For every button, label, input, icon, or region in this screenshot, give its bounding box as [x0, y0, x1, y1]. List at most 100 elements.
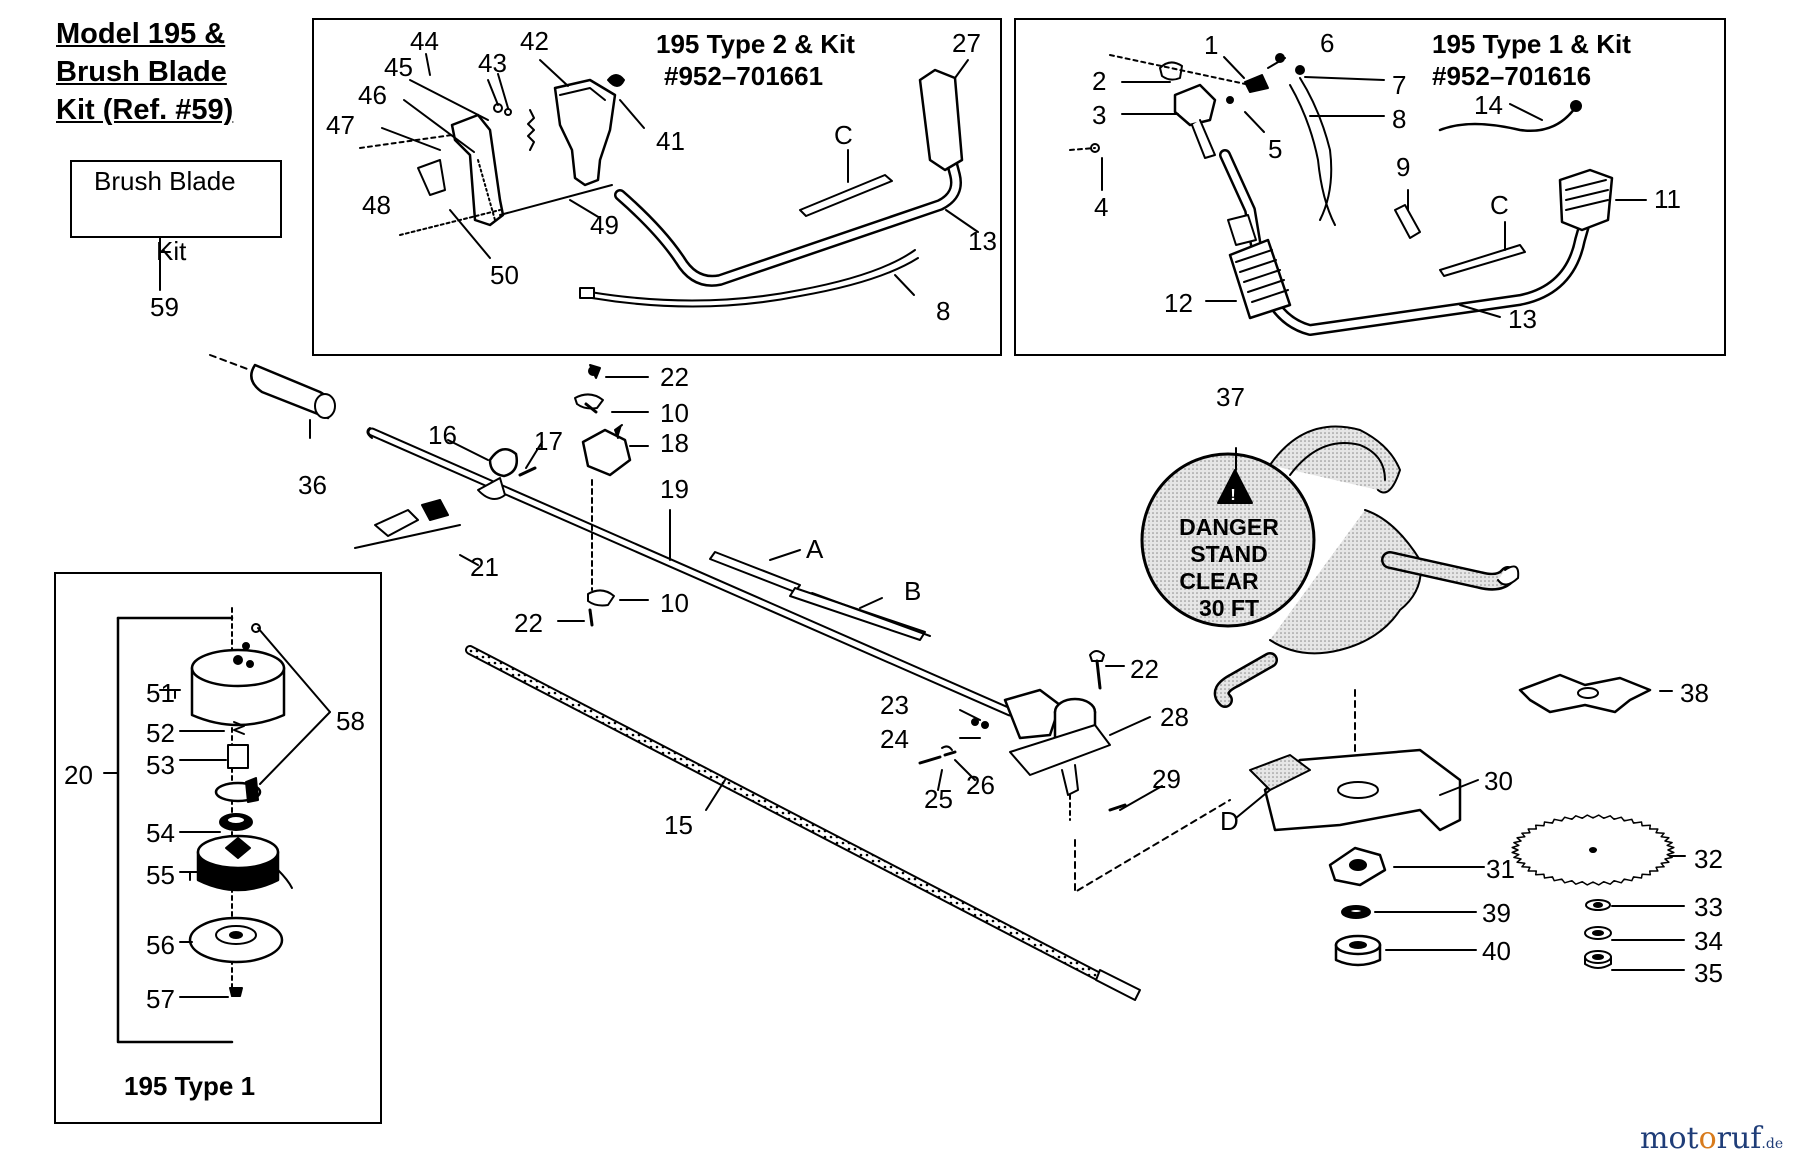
- callout-29: 29: [1152, 764, 1181, 794]
- callout-34: 34: [1694, 926, 1723, 956]
- callout-24: 24: [880, 724, 909, 754]
- callout-53: 53: [146, 750, 175, 780]
- type1-kit-line-1: 195 Type 1 & Kit: [1432, 29, 1631, 59]
- inset-type1-label: 195 Type 1: [124, 1071, 256, 1101]
- callout-10-top: 10: [660, 398, 689, 428]
- watermark-part-1: mot: [1640, 1121, 1699, 1156]
- danger-label-line-1: DANGER: [1179, 514, 1279, 540]
- callout-20: 20: [64, 760, 93, 790]
- callout-23: 23: [880, 690, 909, 720]
- callout-31: 31: [1486, 854, 1515, 884]
- type2-handle-kit-drawing: [359, 68, 964, 308]
- callout-44: 44: [410, 26, 439, 56]
- callout-27: 27: [952, 28, 981, 58]
- letter-a: A: [806, 534, 824, 564]
- callout-46: 46: [358, 80, 387, 110]
- callout-26: 26: [966, 770, 995, 800]
- callout-16: 16: [428, 420, 457, 450]
- watermark-part-3: ruf: [1716, 1121, 1762, 1156]
- callout-14: 14: [1474, 90, 1503, 120]
- watermark-suffix: .de: [1761, 1136, 1784, 1152]
- callout-50: 50: [490, 260, 519, 290]
- callout-33: 33: [1694, 892, 1723, 922]
- watermark-part-2: o: [1698, 1121, 1717, 1156]
- callout-12: 12: [1164, 288, 1193, 318]
- brush-blade-box-ref: 59: [150, 292, 179, 322]
- callout-57: 57: [146, 984, 175, 1014]
- callout-4: 4: [1094, 192, 1109, 222]
- callout-18: 18: [660, 428, 689, 458]
- callout-45: 45: [384, 52, 413, 82]
- callout-2: 2: [1092, 66, 1107, 96]
- callout-54: 54: [146, 818, 175, 848]
- callout-25: 25: [924, 784, 953, 814]
- callout-38: 38: [1680, 678, 1709, 708]
- callout-1: 1: [1204, 30, 1219, 60]
- callout-15: 15: [664, 810, 693, 840]
- callout-47: 47: [326, 110, 355, 140]
- callout-36: 36: [298, 470, 327, 500]
- model-title-line-1: Model 195 &: [56, 18, 226, 50]
- callout-30: 30: [1484, 766, 1513, 796]
- callout-13-type1: 13: [1508, 304, 1537, 334]
- callout-43: 43: [478, 48, 507, 78]
- callout-56: 56: [146, 930, 175, 960]
- danger-label-line-4: 30 FT: [1198, 595, 1260, 621]
- callout-21: 21: [470, 552, 499, 582]
- harness-drawing: !: [1140, 425, 1520, 708]
- letter-b: B: [904, 576, 922, 606]
- type2-kit-line-1: 195 Type 2 & Kit: [656, 29, 855, 59]
- danger-label-line-3: CLEAR: [1179, 568, 1259, 594]
- brush-blade-box-line-1: Brush Blade: [94, 166, 236, 196]
- callout-55: 55: [146, 860, 175, 890]
- danger-label-line-2: STAND: [1190, 541, 1268, 567]
- callout-40: 40: [1482, 936, 1511, 966]
- callout-39: 39: [1482, 898, 1511, 928]
- callout-22-head: 22: [1130, 654, 1159, 684]
- model-title-line-3: Kit (Ref. #59): [56, 94, 234, 126]
- motoruf-watermark: motoruf.de: [1640, 1124, 1783, 1154]
- callout-52: 52: [146, 718, 175, 748]
- callout-35: 35: [1694, 958, 1723, 988]
- trimmer-head-drawing: [116, 607, 293, 1044]
- type1-kit-line-2: #952–701616: [1432, 61, 1592, 91]
- callout-41: 41: [656, 126, 685, 156]
- type1-head-inset-frame: [54, 572, 382, 1124]
- callout-5: 5: [1268, 134, 1283, 164]
- letter-c-type1: C: [1490, 190, 1509, 220]
- type2-kit-line-2: #952–701661: [664, 61, 824, 91]
- type2-kit-frame: [312, 18, 1002, 356]
- callout-22-left: 22: [514, 608, 543, 638]
- callout-37: 37: [1216, 382, 1245, 412]
- type1-handle-kit-drawing: [1069, 53, 1614, 336]
- svg-text:!: !: [1230, 487, 1235, 504]
- callout-19: 19: [660, 474, 689, 504]
- callout-9: 9: [1396, 152, 1411, 182]
- callout-8-type2: 8: [936, 296, 951, 326]
- callout-7: 7: [1392, 70, 1407, 100]
- callout-42: 42: [520, 26, 549, 56]
- model-title-line-2: Brush Blade: [56, 56, 227, 88]
- callout-28: 28: [1160, 702, 1189, 732]
- callout-32: 32: [1694, 844, 1723, 874]
- brush-blade-kit-box: [70, 160, 282, 238]
- callout-3: 3: [1092, 100, 1107, 130]
- callout-49: 49: [590, 210, 619, 240]
- callout-10-bottom: 10: [660, 588, 689, 618]
- callout-58: 58: [336, 706, 365, 736]
- callout-11: 11: [1654, 184, 1681, 214]
- brush-blade-box-line-2: Kit: [156, 236, 187, 266]
- callout-13-type2: 13: [968, 226, 997, 256]
- letter-d: D: [1220, 806, 1239, 836]
- callout-48: 48: [362, 190, 391, 220]
- callout-22-top: 22: [660, 362, 689, 392]
- callout-51: 51: [146, 678, 175, 708]
- callout-17: 17: [534, 426, 563, 456]
- shaft-assembly-drawing: [209, 354, 1356, 1001]
- blade-parts-drawing: [1249, 673, 1675, 969]
- callout-6: 6: [1320, 28, 1335, 58]
- callout-8-type1: 8: [1392, 104, 1407, 134]
- type1-kit-frame: [1014, 18, 1726, 356]
